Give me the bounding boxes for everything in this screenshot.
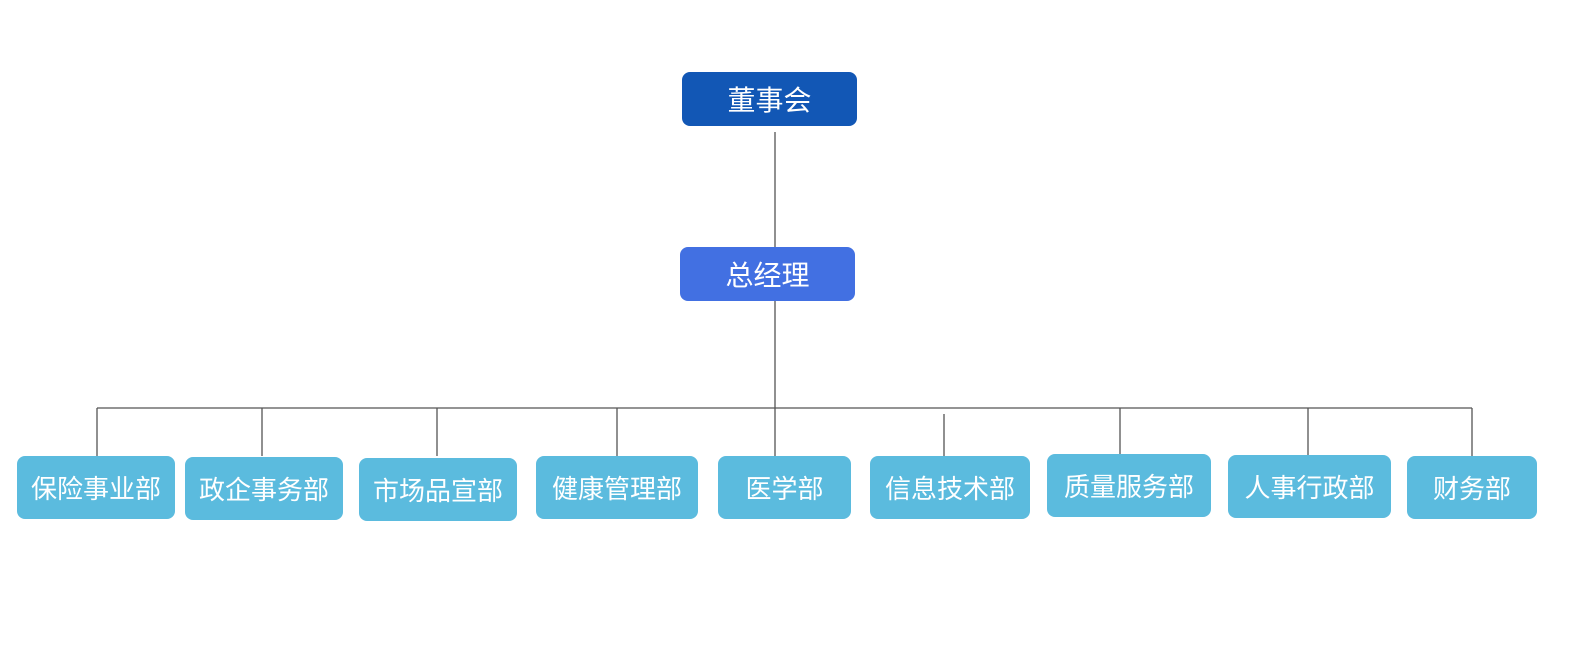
department-box-hr-admin: 人事行政部 <box>1228 455 1391 518</box>
general-manager-box: 总经理 <box>680 247 855 301</box>
department-box-it: 信息技术部 <box>870 456 1030 519</box>
board-of-directors-box: 董事会 <box>682 72 857 126</box>
department-box-government-affairs: 政企事务部 <box>185 457 343 520</box>
department-box-medical: 医学部 <box>718 456 851 519</box>
department-box-quality-service: 质量服务部 <box>1047 454 1211 517</box>
department-box-marketing: 市场品宣部 <box>359 458 517 521</box>
department-box-health-management: 健康管理部 <box>536 456 698 519</box>
department-box-insurance: 保险事业部 <box>17 456 175 519</box>
department-box-finance: 财务部 <box>1407 456 1537 519</box>
